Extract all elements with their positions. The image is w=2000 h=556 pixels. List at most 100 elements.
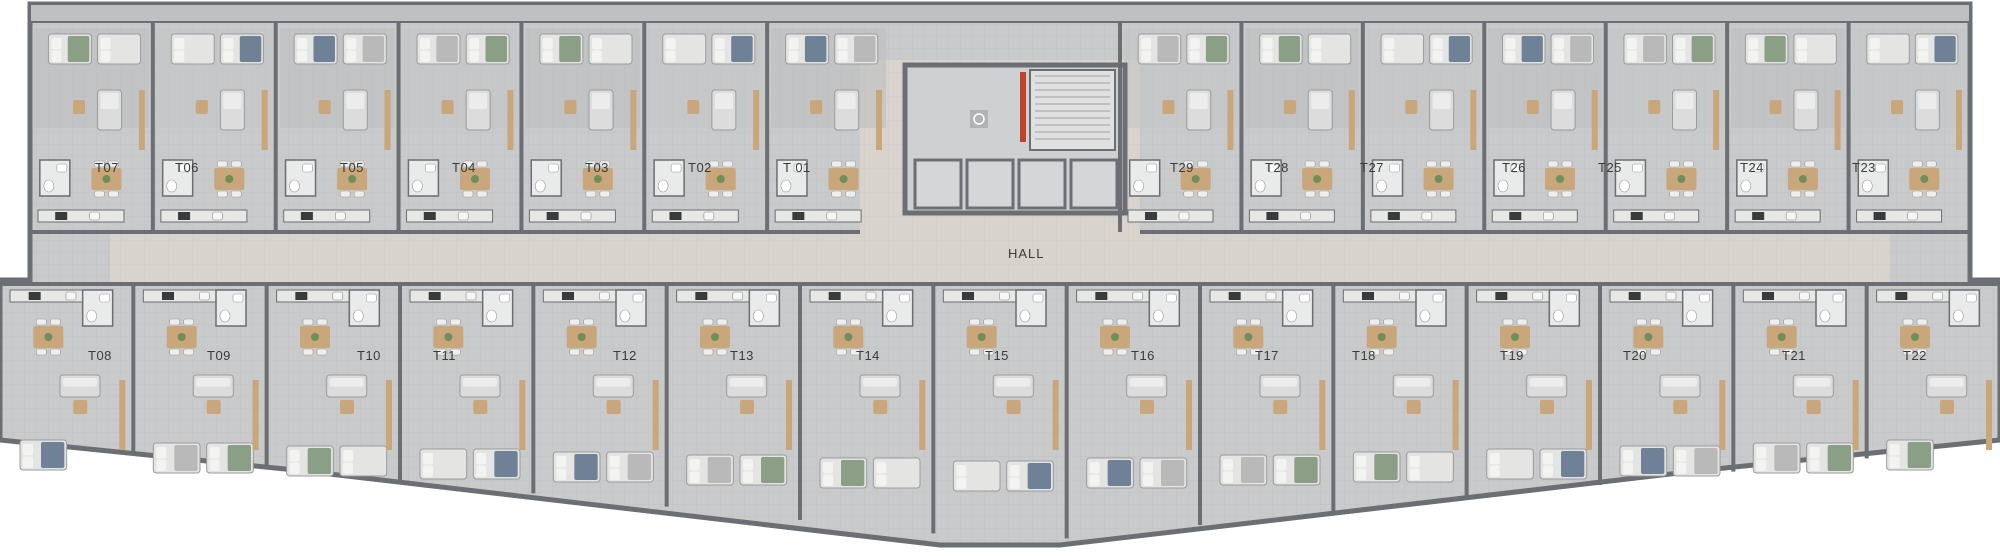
sink: [1665, 291, 1677, 301]
bed-throw: [1157, 36, 1179, 62]
sink: [335, 211, 346, 221]
chair: [302, 318, 314, 326]
bed-throw: [1934, 36, 1956, 62]
toilet: [1497, 179, 1509, 193]
toilet: [1019, 309, 1031, 323]
chair: [716, 348, 728, 356]
side-table: [340, 400, 354, 414]
side-table: [606, 400, 621, 414]
bed-throw: [436, 36, 458, 62]
sofa-cushion: [1129, 378, 1164, 387]
chair: [983, 348, 994, 356]
bed-throw: [1205, 36, 1228, 62]
pillow: [1223, 471, 1233, 483]
pillow: [665, 38, 676, 50]
side-table: [810, 100, 823, 114]
pillow: [1432, 50, 1443, 62]
pillow: [714, 50, 725, 62]
basin: [1299, 293, 1310, 303]
chair: [476, 190, 488, 198]
pillow: [1623, 462, 1633, 474]
plant: [593, 175, 602, 183]
unit-label-bottom: T16: [1131, 348, 1155, 363]
basin: [547, 163, 559, 173]
side-table: [1891, 100, 1904, 114]
unit-bottom-T09: [142, 289, 259, 474]
kitchen-counter: [774, 209, 862, 223]
pillow: [1918, 38, 1929, 50]
bed-throw: [1561, 451, 1585, 477]
chair: [708, 160, 720, 168]
bed-throw: [362, 36, 385, 62]
chair: [831, 160, 842, 168]
bed-throw: [313, 36, 335, 62]
chair: [36, 318, 47, 326]
chair: [1183, 190, 1195, 198]
bed-throw: [1400, 36, 1422, 62]
unit-label-bottom: T19: [1500, 348, 1524, 363]
side-table: [206, 400, 221, 414]
pillow: [542, 50, 553, 62]
sofa-cushion: [1432, 93, 1451, 109]
pillow: [1384, 38, 1395, 50]
cooktop: [162, 292, 174, 300]
sofa-cushion: [196, 378, 231, 387]
chair: [1561, 190, 1573, 198]
sofa-cushion: [1189, 93, 1208, 109]
basin: [899, 293, 910, 303]
chair: [716, 318, 728, 326]
wardrobe: [252, 380, 259, 450]
bed-throw: [1827, 445, 1851, 471]
unit-label-bottom: T17: [1255, 348, 1279, 363]
chair: [583, 318, 594, 326]
pillow: [1889, 444, 1900, 456]
chair: [1183, 160, 1195, 168]
basin: [632, 293, 644, 303]
cooktop: [1752, 212, 1765, 220]
chair: [108, 160, 119, 168]
wardrobe: [1956, 90, 1962, 150]
side-table: [1406, 400, 1421, 414]
pillow: [592, 50, 602, 62]
unit-top-T28: [1245, 28, 1359, 223]
unit-bottom-T19: [1476, 289, 1592, 480]
pillow: [156, 447, 167, 459]
wardrobe: [1227, 90, 1234, 150]
pillow: [423, 453, 433, 465]
side-table: [73, 400, 88, 414]
bed-throw: [41, 442, 65, 468]
elevator-shaft: [1017, 158, 1067, 210]
wardrobe: [1591, 90, 1598, 150]
wardrobe: [138, 90, 145, 150]
pillow: [1748, 38, 1759, 50]
chair: [316, 348, 328, 356]
pillow: [1748, 50, 1759, 62]
unit-label-top: T02: [688, 160, 712, 175]
pillow: [1918, 50, 1929, 62]
chair: [169, 348, 180, 356]
pillow: [1089, 462, 1100, 474]
pillow: [1223, 459, 1233, 471]
bed-throw: [227, 445, 251, 471]
sink: [999, 291, 1010, 301]
pillow: [689, 471, 700, 483]
pillow: [956, 465, 967, 477]
chair: [969, 348, 980, 356]
kitchen-counter: [528, 209, 616, 223]
wardrobe: [876, 90, 882, 150]
plant: [1798, 175, 1807, 183]
basin: [366, 293, 377, 303]
sink: [1265, 291, 1277, 301]
pillow: [174, 38, 185, 50]
toilet: [534, 179, 546, 193]
pillow: [1869, 50, 1880, 62]
wardrobe: [1470, 90, 1477, 150]
sofa-cushion: [996, 378, 1031, 387]
chair: [108, 190, 119, 198]
unit-label-top: T05: [340, 160, 364, 175]
chair: [1790, 160, 1802, 168]
elevator-shaft: [965, 158, 1015, 210]
unit-label-bottom: T11: [433, 348, 456, 363]
chair: [585, 190, 597, 198]
pillow: [1869, 38, 1880, 50]
